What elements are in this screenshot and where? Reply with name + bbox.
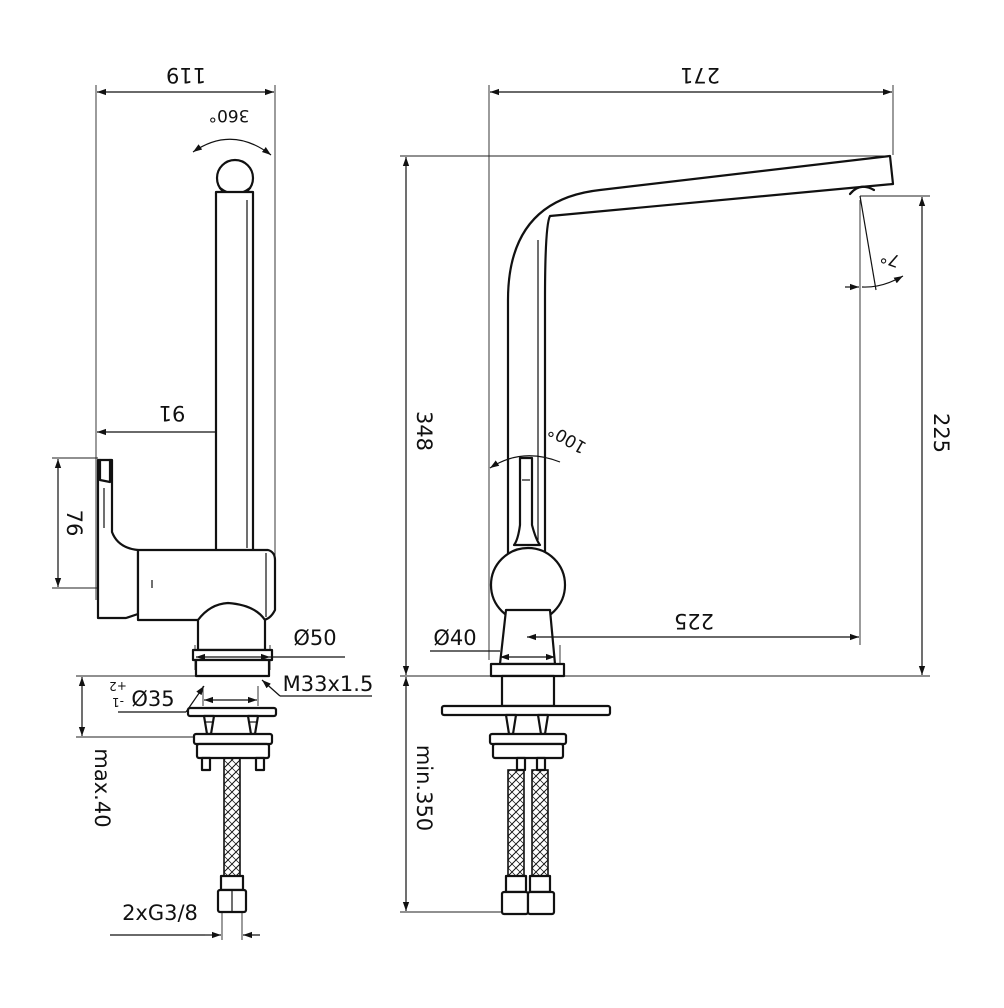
thread-label: M33x1.5: [283, 672, 374, 696]
supply-hose-2: [531, 769, 549, 877]
spout-tilt-label: 7°: [878, 245, 903, 270]
hose-min-label: min.350: [412, 745, 436, 831]
height-label: 348: [412, 411, 436, 451]
reach-label: 271: [680, 63, 720, 87]
lever-clearance-label: 225: [674, 609, 714, 633]
side-view: 119 91 76 360° Ø50 M33x1.5: [52, 63, 373, 940]
dim-width-label: 119: [166, 63, 206, 87]
front-lever: [512, 456, 542, 547]
swivel-angle-label: 360°: [209, 105, 250, 125]
connection-label: 2xG3/8: [122, 901, 198, 925]
base-diameter-label: Ø40: [433, 626, 476, 650]
hole-tol-upper: +2: [109, 679, 127, 693]
lever-angle-label: 100°: [545, 419, 590, 457]
supply-hose-side: [223, 757, 241, 881]
body-diameter-label: Ø50: [293, 626, 336, 650]
hole-diameter-label: Ø35: [131, 687, 174, 711]
max-deck-label: max.40: [90, 748, 114, 827]
spout-height-label: 225: [929, 413, 953, 453]
supply-hose-1: [507, 769, 525, 877]
hole-tol-lower: -1: [112, 695, 124, 709]
dim-offset-label: 91: [159, 401, 186, 425]
dim-lever-height-label: 76: [62, 510, 86, 537]
front-view: 271 348 225 7° 100° Ø40 225: [400, 63, 953, 916]
lever-handle: [96, 458, 140, 620]
swivel-arc: [192, 138, 272, 156]
spout: [506, 154, 895, 562]
